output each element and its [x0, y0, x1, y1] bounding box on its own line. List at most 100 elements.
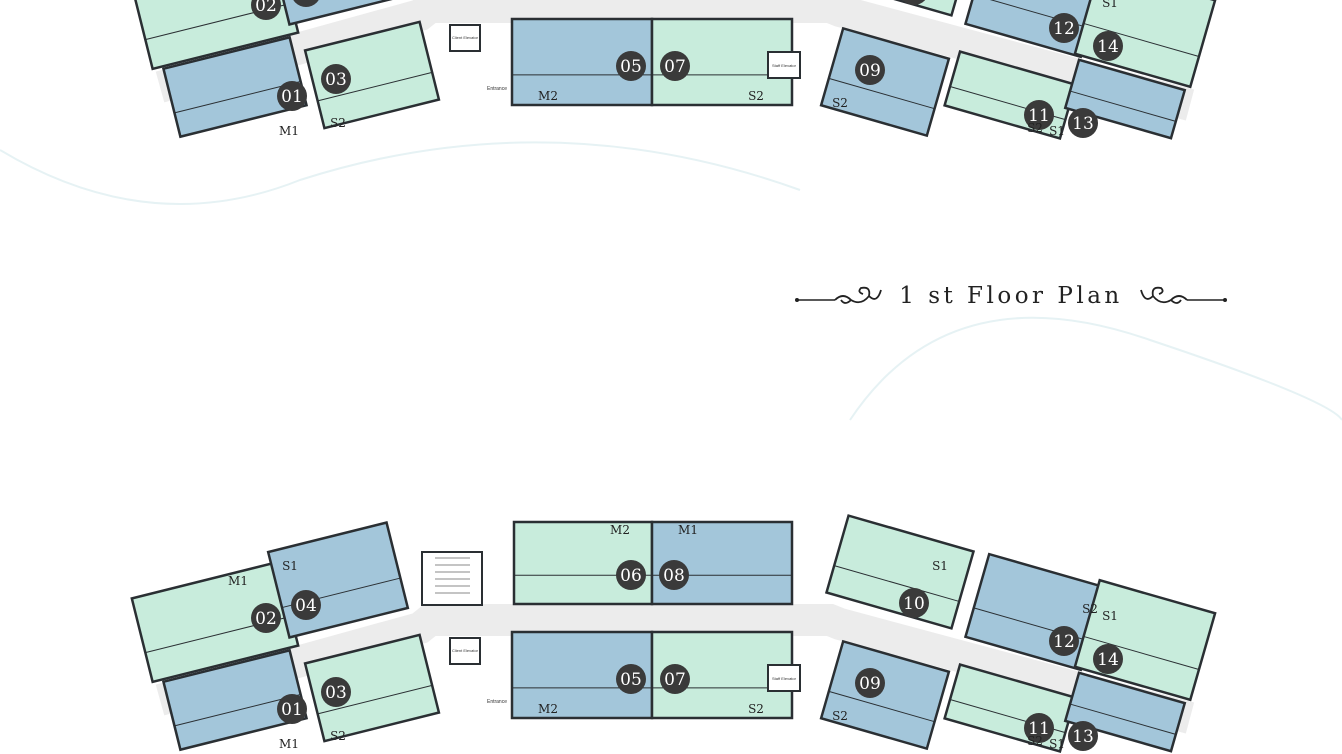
unit-number-badge — [616, 664, 646, 694]
unit-02[interactable]: 02 — [130, 0, 300, 71]
unit-number-badge — [616, 560, 646, 590]
unit-number-badge — [1068, 108, 1098, 138]
unit-number-badge — [616, 51, 646, 81]
unit-number: 14 — [1097, 650, 1119, 670]
room-type-label: S2 — [1082, 602, 1098, 616]
unit-area — [303, 20, 441, 130]
unit-number: 07 — [664, 670, 686, 690]
unit-number-badge — [1093, 644, 1123, 674]
room-type-label: S2 — [748, 89, 764, 103]
flourish-right-icon — [1139, 286, 1227, 304]
room-type-label: M1 — [279, 124, 299, 138]
floor-plan-title: 1 st Floor Plan — [776, 278, 1246, 314]
unit-number: 11 — [1028, 106, 1050, 126]
unit-number: 03 — [325, 683, 347, 703]
unit-area — [819, 639, 951, 751]
unit-area — [161, 648, 309, 752]
unit-number: 07 — [664, 57, 686, 77]
unit-13[interactable]: 13 — [1063, 671, 1187, 753]
unit-04[interactable]: 04 — [266, 521, 410, 639]
room-type-label: M2 — [538, 89, 558, 103]
room-type-label: S2 — [330, 729, 346, 743]
unit-number-badge — [855, 55, 885, 85]
unit-number: 12 — [1053, 632, 1075, 652]
corridor — [155, 604, 1195, 734]
unit-number-badge — [1049, 13, 1079, 43]
client-elevator — [449, 637, 481, 665]
unit-14[interactable]: 14 — [1073, 578, 1217, 702]
unit-number: 14 — [1097, 37, 1119, 57]
unit-number-badge — [321, 64, 351, 94]
unit-10[interactable]: 10 — [824, 514, 976, 630]
unit-14[interactable]: 14 — [1073, 0, 1217, 89]
unit-11[interactable]: 11 — [943, 50, 1077, 140]
room-type-label: S1 — [282, 559, 298, 573]
unit-13[interactable]: 13 — [1063, 58, 1187, 140]
unit-01[interactable]: 01 — [161, 35, 309, 139]
room-wall — [317, 684, 433, 715]
room-type-label: S1 — [1102, 609, 1118, 623]
unit-number: 12 — [1053, 19, 1075, 39]
entrance-label: Entrance — [487, 86, 507, 92]
client-elevator-label: Client Elevator — [452, 35, 479, 40]
room-type-label: S2 — [1027, 734, 1043, 748]
unit-06[interactable]: 06 — [512, 520, 654, 606]
unit-number-badge — [899, 588, 929, 618]
unit-number-badge — [1024, 100, 1054, 130]
unit-number: 10 — [903, 594, 925, 614]
room-type-label: S2 — [832, 96, 848, 110]
unit-number-badge — [660, 51, 690, 81]
room-wall — [828, 77, 935, 110]
unit-number: 05 — [620, 57, 642, 77]
unit-07[interactable]: 07 — [650, 630, 794, 720]
unit-number: 01 — [281, 700, 303, 720]
unit-08[interactable]: 08 — [650, 520, 794, 606]
unit-number-badge — [277, 694, 307, 724]
unit-number: 09 — [859, 674, 881, 694]
unit-number: 01 — [281, 87, 303, 107]
unit-area — [819, 26, 951, 138]
room-type-label: M2 — [538, 702, 558, 716]
room-type-label: S1 — [932, 559, 948, 573]
unit-05[interactable]: 05 — [510, 17, 654, 107]
room-type-label: S1 — [1049, 124, 1065, 138]
unit-09[interactable]: 09 — [819, 26, 951, 138]
client-elevator — [449, 24, 481, 52]
unit-area — [1063, 58, 1187, 140]
unit-number-badge — [660, 664, 690, 694]
unit-03[interactable]: 03 — [303, 20, 441, 130]
unit-number-badge — [1024, 713, 1054, 743]
room-type-label: S2 — [1082, 0, 1098, 3]
room-type-label: M1 — [228, 574, 248, 588]
unit-number: 04 — [295, 0, 317, 3]
unit-number: 05 — [620, 670, 642, 690]
unit-04[interactable]: 04 — [266, 0, 410, 26]
staff-elevator-label: Staff Elevator — [772, 63, 797, 68]
room-type-label: M2 — [610, 523, 630, 537]
unit-03[interactable]: 03 — [303, 633, 441, 743]
unit-number: 03 — [325, 70, 347, 90]
unit-09[interactable]: 09 — [819, 639, 951, 751]
background-swirl — [0, 141, 1342, 421]
room-type-label: S2 — [330, 116, 346, 130]
unit-number: 02 — [255, 609, 277, 629]
unit-area — [303, 633, 441, 743]
room-type-label: S2 — [1027, 121, 1043, 135]
room-wall — [174, 693, 301, 727]
unit-10[interactable]: 10 — [824, 0, 976, 17]
room-wall — [834, 565, 960, 602]
unit-number-badge — [659, 560, 689, 590]
unit-11[interactable]: 11 — [943, 663, 1077, 753]
unit-number-badge — [277, 81, 307, 111]
unit-area — [824, 514, 976, 630]
unit-number: 04 — [295, 596, 317, 616]
unit-number-badge — [855, 668, 885, 698]
unit-area — [130, 0, 300, 71]
unit-number-badge — [291, 590, 321, 620]
room-wall — [1069, 703, 1176, 735]
room-wall — [828, 690, 935, 723]
unit-01[interactable]: 01 — [161, 648, 309, 752]
staff-elevator-label: Staff Elevator — [772, 676, 797, 681]
unit-05[interactable]: 05 — [510, 630, 654, 720]
